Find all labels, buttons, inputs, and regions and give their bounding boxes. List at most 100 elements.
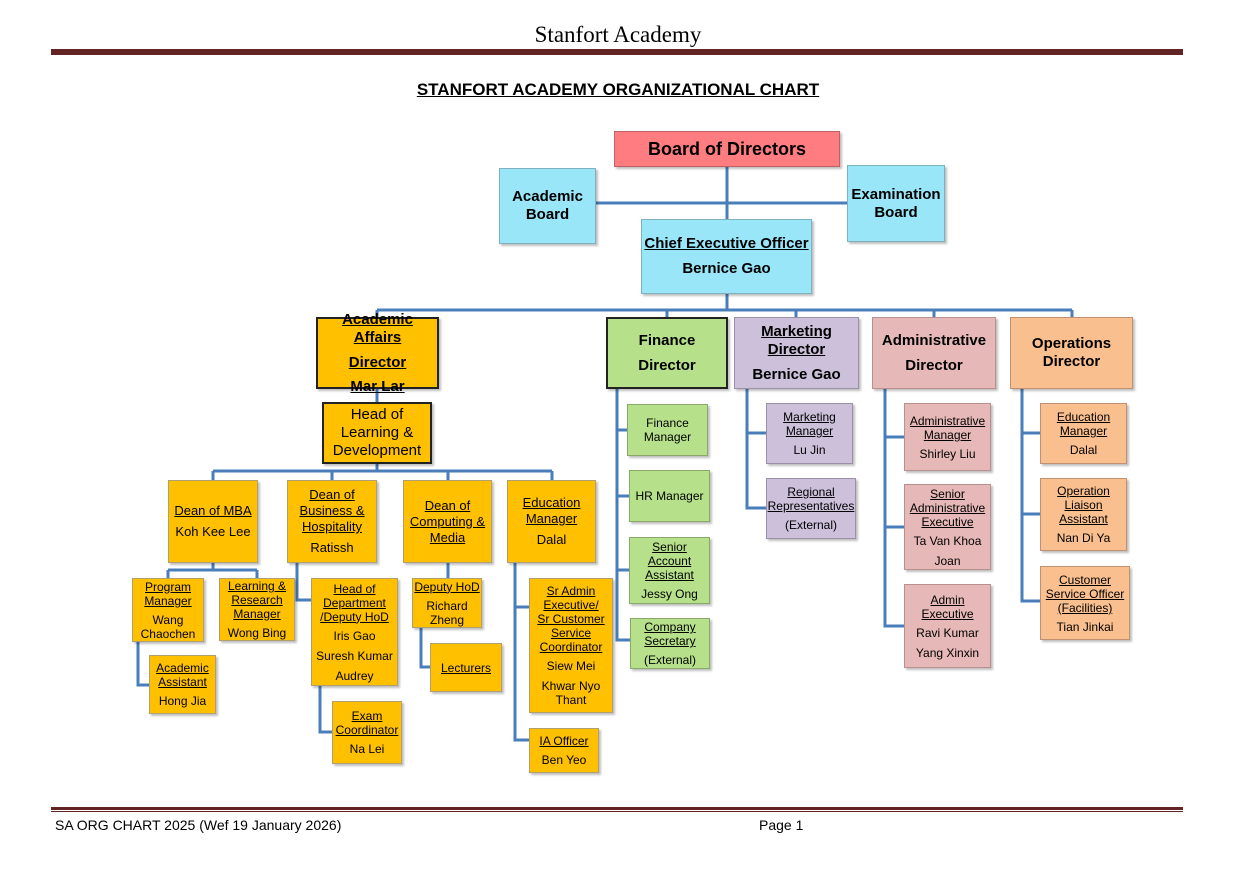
node-name-line: Ravi Kumar — [916, 625, 979, 640]
node-name-line: Ta Van Khoa — [913, 533, 982, 548]
node-name-line: Ben Yeo — [541, 753, 587, 767]
connector — [883, 388, 904, 628]
node-title-line: Marketing — [761, 322, 832, 340]
chart-title: STANFORT ACADEMY ORGANIZATIONAL CHART — [416, 80, 820, 99]
node-name-line: Audrey — [335, 668, 374, 683]
node-name-line: Tian Jinkai — [1056, 619, 1114, 634]
node-dean-mba: Dean of MBA Koh Kee Lee — [168, 480, 258, 563]
node-title-line: Account — [647, 554, 692, 568]
node-board-of-directors: Board of Directors — [614, 131, 840, 167]
node-title-line: Senior — [652, 540, 687, 554]
node-name-line: Shirley Liu — [919, 446, 976, 461]
node-title-line: Hospitality — [302, 519, 362, 534]
node-name-line: (External) — [784, 518, 837, 532]
node-title-line: Assistant — [1059, 512, 1108, 526]
node-name-line: Koh Kee Lee — [175, 524, 251, 539]
connector — [596, 166, 847, 219]
node-title-line: Administrative — [909, 500, 986, 515]
node-title-line: Academic Affairs — [342, 310, 413, 346]
node-name-line: Bernice Gao — [682, 260, 771, 277]
node-title-line: Secretary — [644, 634, 696, 648]
node-title-line: IA Officer — [539, 734, 589, 748]
node-title-line: Manager — [923, 427, 972, 442]
node-name-line: Nan Di Ya — [1056, 531, 1111, 545]
node-name-line: Suresh Kumar — [316, 648, 393, 663]
node-title-line: Service Officer — [1045, 586, 1125, 601]
node-title-line: Exam — [351, 709, 383, 723]
node-title-line: Manager — [144, 593, 192, 608]
node-title-line: Customer — [1058, 572, 1111, 587]
node-title-line: Dean of — [424, 497, 471, 513]
node-title-line: Academic — [156, 661, 209, 675]
node-title-line: Representatives — [767, 499, 855, 513]
connector — [513, 562, 529, 742]
node-title-line: Examination — [851, 185, 941, 203]
node-title-line: Research — [231, 593, 283, 607]
node-title-line: Operation — [1057, 484, 1110, 498]
node-title-line: Computing & — [409, 513, 486, 529]
node-title-line: Senior — [930, 486, 965, 501]
connector — [295, 562, 450, 734]
node-title-line: Education — [522, 495, 581, 510]
node-title-line: Department — [323, 595, 386, 610]
header-rule — [51, 49, 1183, 55]
node-title-line: Liaison — [1064, 498, 1103, 512]
node-title-line: Learning & — [227, 579, 287, 593]
node-name-line: Lu Jin — [793, 443, 826, 457]
node-title-line: Coordinator — [335, 723, 399, 737]
node-title-line: Board of Directors — [647, 139, 807, 159]
node-hr-manager: HR Manager — [629, 470, 710, 522]
node-title-line: Head of — [350, 406, 404, 423]
node-title-line: Dean of MBA — [174, 503, 252, 518]
node-title-line: Company — [644, 620, 696, 634]
connector — [211, 388, 554, 480]
node-title-line: Executive/ — [543, 598, 599, 612]
node-name-line: Dalal — [536, 532, 567, 547]
connector — [1020, 388, 1040, 603]
node-name-line: Khwar Nyo Thant — [541, 679, 601, 707]
node-title-line: Coordinator — [539, 640, 603, 654]
node-title-line: Executive — [921, 514, 974, 529]
node-name-line: Na Lei — [349, 742, 385, 756]
node-title-line: Assistant — [158, 675, 207, 689]
connector — [136, 562, 259, 687]
node-title-line: Director — [1042, 353, 1101, 370]
node-title-line: Service — [550, 626, 591, 640]
node-title-line: Admin — [930, 592, 965, 607]
node-title-line: HR Manager — [635, 489, 704, 503]
node-title-line: Media — [429, 529, 466, 545]
node-name-line: Joan — [934, 553, 961, 568]
node-title-line: Regional — [787, 485, 835, 499]
node-title-line: Lecturers — [440, 660, 492, 675]
node-title-line: Assistant — [645, 568, 694, 582]
connector — [375, 293, 1074, 317]
node-title-line: Manager — [525, 511, 578, 526]
node-title-line: Head of — [333, 581, 376, 596]
node-title-line: Development — [332, 442, 422, 459]
node-title-line: Manager — [233, 607, 281, 621]
node-name-line: Iris Gao — [333, 628, 376, 643]
node-name-line: Mar Lar — [350, 377, 405, 395]
node-title-line: Board — [874, 203, 918, 221]
